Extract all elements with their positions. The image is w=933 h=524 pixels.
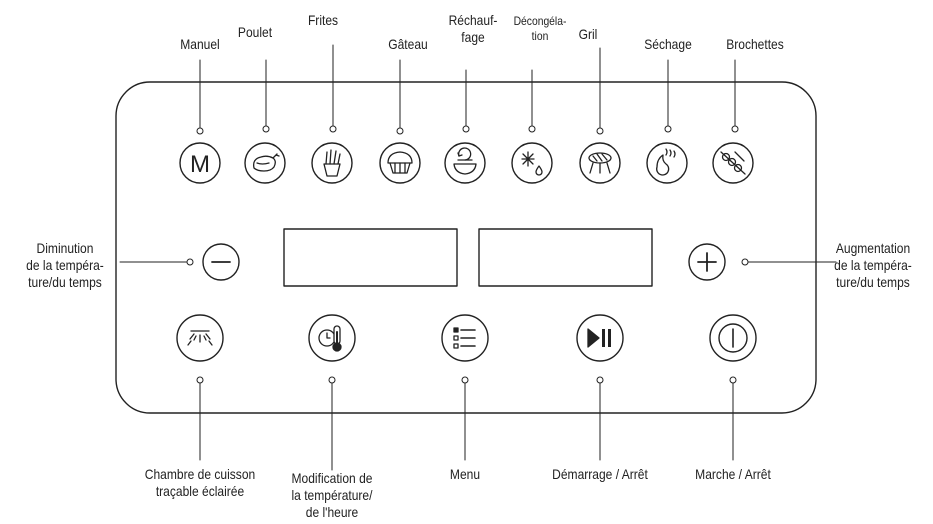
steam-drying-icon — [656, 148, 676, 176]
label-grill: Gril — [578, 26, 598, 42]
label-reheat: Réchauf- fage — [448, 12, 498, 45]
label-power: Marche / Arrêt — [695, 466, 771, 482]
plus-icon — [697, 252, 717, 272]
temp-time-button[interactable] — [308, 314, 356, 362]
increase-button[interactable] — [688, 243, 726, 281]
label-chicken: Poulet — [237, 24, 273, 40]
dry-button[interactable] — [646, 142, 688, 184]
label-manual: Manuel — [180, 36, 220, 52]
manual-button[interactable]: M — [179, 142, 221, 184]
cake-icon — [387, 151, 413, 174]
light-icon — [187, 330, 213, 346]
label-fries: Frites — [307, 12, 339, 28]
fries-icon — [323, 149, 341, 177]
cake-button[interactable] — [379, 142, 421, 184]
side-leader-lines — [119, 258, 837, 266]
label-cake: Gâteau — [388, 36, 428, 52]
skewers-icon — [720, 151, 746, 175]
right-display — [478, 228, 653, 287]
reheat-bowl-icon — [453, 147, 477, 175]
skewers-button[interactable] — [712, 142, 754, 184]
label-decrease: Diminution de la tempéra- ture/du temps — [26, 240, 104, 290]
chicken-button[interactable] — [244, 142, 286, 184]
decrease-button[interactable] — [202, 243, 240, 281]
menu-button[interactable] — [441, 314, 489, 362]
left-display — [283, 228, 458, 287]
roast-chicken-icon — [253, 153, 280, 172]
label-light: Chambre de cuisson traçable éclairée — [144, 466, 256, 499]
label-menu: Menu — [449, 466, 481, 482]
label-start-stop: Démarrage / Arrêt — [552, 466, 648, 482]
menu-list-icon — [453, 327, 476, 349]
letter-m-icon: M — [190, 151, 210, 178]
thermometer-clock-icon — [318, 325, 342, 352]
reheat-button[interactable] — [444, 142, 486, 184]
bottom-leader-lines — [196, 376, 737, 471]
label-temp-time: Modification de la température/ de l'heu… — [291, 470, 373, 520]
label-skewers: Brochettes — [726, 36, 784, 52]
grill-button[interactable] — [579, 142, 621, 184]
label-defrost: Décongéla- tion — [513, 14, 567, 43]
light-button[interactable] — [176, 314, 224, 362]
grill-icon — [588, 152, 612, 174]
label-increase: Augmentation de la tempéra- ture/du temp… — [834, 240, 912, 290]
snowflake-drop-icon — [521, 151, 543, 176]
power-icon — [718, 323, 748, 353]
label-dry: Séchage — [644, 36, 692, 52]
defrost-button[interactable] — [511, 142, 553, 184]
play-pause-icon — [587, 328, 611, 348]
start-stop-button[interactable] — [576, 314, 624, 362]
top-leader-lines — [196, 44, 739, 135]
fries-button[interactable] — [311, 142, 353, 184]
power-button[interactable] — [709, 314, 757, 362]
